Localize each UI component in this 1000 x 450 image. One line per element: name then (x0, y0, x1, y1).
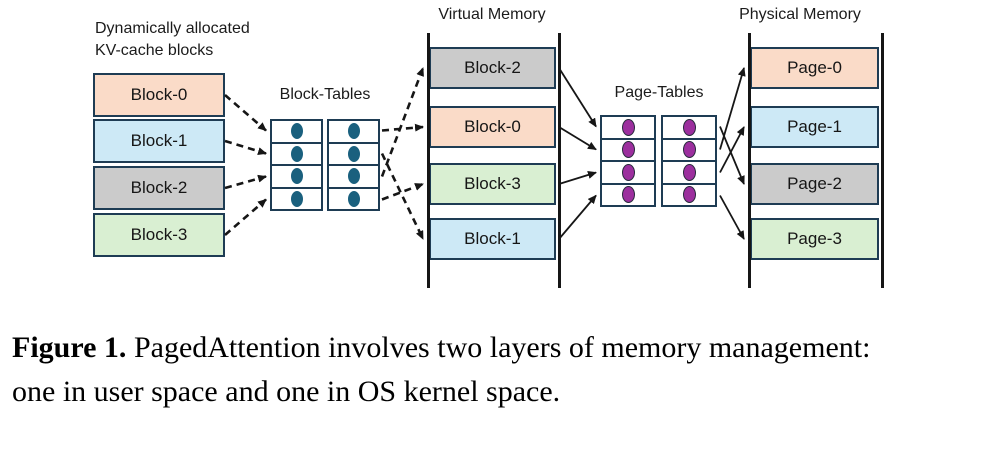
page-table-entry-dot-icon (621, 141, 635, 159)
block-table-entry-dot-icon (290, 145, 303, 162)
block-table-entry-dot-icon (347, 168, 360, 185)
arrow-page-table-to-physical (719, 126, 745, 173)
block-table-cell (272, 186, 321, 210)
virtual-memory-slot: Block-3 (429, 163, 556, 205)
page-table-cell (602, 137, 654, 161)
page-table-entry-dot-icon (682, 118, 696, 136)
block-table-column (270, 119, 323, 211)
block-tables-title: Block-Tables (279, 86, 371, 103)
page-table-column (600, 115, 656, 207)
block-table-entry-dot-icon (290, 190, 303, 207)
page-table-entry-dot-icon (682, 186, 696, 204)
block-table-entry-dot-icon (347, 145, 360, 162)
page-table-cell (663, 117, 715, 138)
block-table-cell (329, 164, 378, 187)
arrow-virtual-to-page-table (558, 67, 597, 128)
arrow-page-table-to-physical (719, 195, 745, 240)
kv-block: Block-1 (93, 119, 225, 163)
page-table-cell (602, 117, 654, 138)
page-table-entry-dot-icon (621, 163, 635, 181)
figure-caption: Figure 1. PagedAttention involves two la… (12, 326, 884, 414)
physical-memory-page: Page-0 (750, 47, 879, 89)
block-table-entry-dot-icon (347, 123, 360, 140)
kv-cache-label: Dynamically allocated KV-cache blocks (95, 18, 250, 62)
arrow-page-table-to-physical (719, 67, 746, 150)
arrow-virtual-to-page-table (558, 194, 597, 240)
arrow-virtual-to-page-table (558, 171, 597, 185)
block-table-entry-dot-icon (290, 168, 303, 185)
block-table-entry-dot-icon (290, 123, 303, 140)
physical-memory-rail (748, 33, 751, 288)
page-tables-title: Page-Tables (614, 84, 704, 101)
page-table-cell (663, 182, 715, 206)
kv-cache-label-line2: KV-cache blocks (95, 42, 214, 59)
arrow-block-table-to-virtual (381, 123, 424, 132)
paged-attention-diagram: Dynamically allocated KV-cache blocks Bl… (93, 6, 884, 288)
page-table-cell (663, 137, 715, 161)
kv-block: Block-3 (93, 213, 225, 257)
arrow-kv-to-block-table (224, 174, 267, 190)
page-table-cell (602, 160, 654, 183)
arrow-block-table-to-virtual (380, 67, 425, 177)
arrow-kv-to-block-table (224, 139, 267, 155)
physical-memory-page: Page-3 (750, 218, 879, 260)
block-table-cell (329, 121, 378, 142)
figure-caption-text: PagedAttention involves two layers of me… (12, 331, 871, 408)
virtual-memory-slot: Block-0 (429, 106, 556, 148)
arrow-block-table-to-virtual (380, 152, 425, 240)
arrow-kv-to-block-table (224, 198, 267, 236)
physical-memory-rail (881, 33, 884, 288)
arrow-block-table-to-virtual (381, 182, 424, 201)
kv-block: Block-0 (93, 73, 225, 117)
page-table-entry-dot-icon (682, 163, 696, 181)
physical-memory-page: Page-2 (750, 163, 879, 205)
virtual-memory-title: Virtual Memory (438, 6, 546, 23)
block-table-cell (329, 141, 378, 165)
virtual-memory-rail (558, 33, 561, 288)
physical-memory-page: Page-1 (750, 106, 879, 148)
block-table-cell (272, 164, 321, 187)
page-table-entry-dot-icon (621, 118, 635, 136)
block-table-entry-dot-icon (347, 190, 360, 207)
arrow-page-table-to-physical (719, 126, 745, 185)
page-table-entry-dot-icon (682, 141, 696, 159)
figure-caption-label: Figure 1. (12, 331, 127, 364)
arrow-virtual-to-page-table (558, 126, 597, 151)
virtual-memory-slot: Block-2 (429, 47, 556, 89)
kv-cache-label-line1: Dynamically allocated (95, 20, 250, 37)
virtual-memory-rail (427, 33, 430, 288)
block-table-column (327, 119, 380, 211)
page-table-cell (602, 182, 654, 206)
physical-memory-title: Physical Memory (739, 6, 861, 23)
page-table-cell (663, 160, 715, 183)
block-table-cell (272, 121, 321, 142)
page-table-entry-dot-icon (621, 186, 635, 204)
virtual-memory-slot: Block-1 (429, 218, 556, 260)
block-table-cell (272, 141, 321, 165)
page-table-column (661, 115, 717, 207)
kv-block: Block-2 (93, 166, 225, 210)
block-table-cell (329, 186, 378, 210)
